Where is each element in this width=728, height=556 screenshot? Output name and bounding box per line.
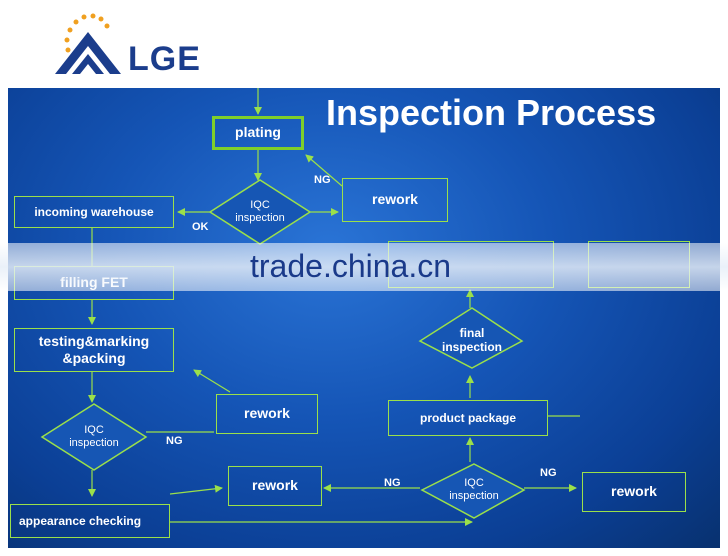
- page-title: Inspection Process: [326, 92, 657, 133]
- ng-label-bottom-left: NG: [384, 477, 401, 489]
- iqc-inspection-bottom: IQC inspection: [449, 476, 499, 502]
- plating-box: plating: [212, 116, 304, 150]
- appearance-checking-box: appearance checking: [10, 504, 170, 538]
- rework-box-top: rework: [342, 178, 448, 222]
- diamond-final: [418, 307, 524, 369]
- watermark-band: [0, 243, 728, 291]
- final-inspection: final inspection: [441, 325, 502, 354]
- iqc-inspection-top: IQC inspection: [235, 198, 285, 224]
- iqc-inspection-left: IQC inspection: [69, 423, 119, 449]
- watermark: trade.china.cn: [250, 248, 452, 284]
- ng-label-bottom-right: NG: [540, 467, 557, 479]
- rework-box-bottom-left: rework: [228, 466, 322, 506]
- rework-box-bottom-right: rework: [582, 472, 686, 512]
- testing-marking-packing-box: testing&marking &packing: [14, 328, 174, 372]
- ng-label-top: NG: [314, 174, 331, 186]
- product-package-box: product package: [388, 400, 548, 436]
- header-band: [0, 0, 728, 88]
- diamond-iqc-bottom: [420, 463, 526, 519]
- diamond-iqc-left: [40, 403, 148, 471]
- ng-label-left: NG: [166, 435, 183, 447]
- logo-text: LGE: [128, 40, 201, 78]
- ok-label: OK: [192, 221, 209, 233]
- incoming-warehouse-box: incoming warehouse: [14, 196, 174, 228]
- diagram-background: [8, 88, 720, 548]
- rework-box-mid: rework: [216, 394, 318, 434]
